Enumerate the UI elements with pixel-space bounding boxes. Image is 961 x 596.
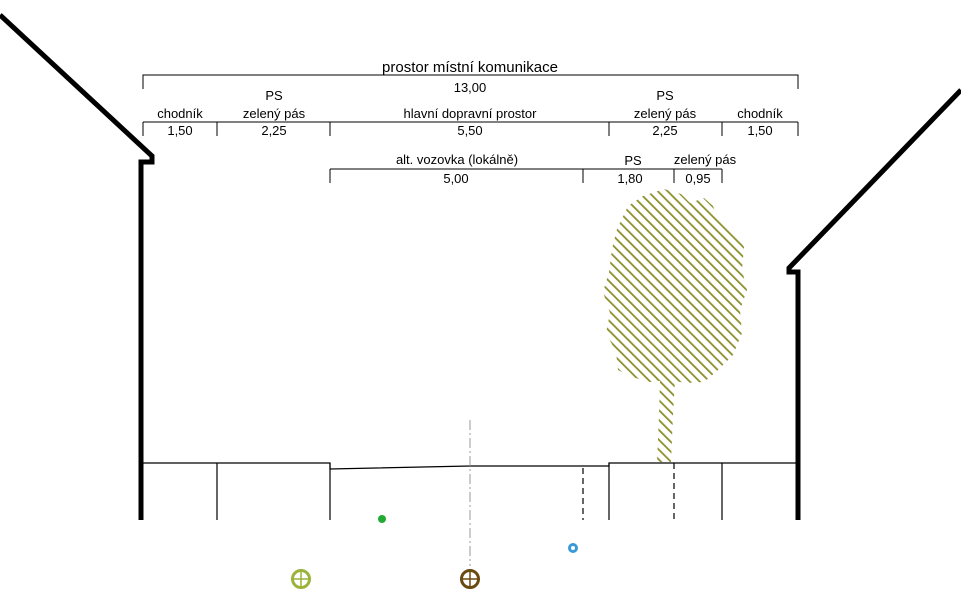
- green-utility-dot: [378, 515, 386, 523]
- alt-label-ps: PS: [624, 153, 642, 168]
- segment-label-sidewalk-left: chodník: [157, 106, 203, 121]
- segment-value-sidewalk-left: 1,50: [167, 123, 192, 138]
- right-building-wall: [786, 88, 961, 520]
- overall-dimension-line: [142, 74, 799, 89]
- segment-label-green-strip-right: zelený pás: [634, 106, 697, 121]
- segment-label-main-traffic: hlavní dopravní prostor: [404, 106, 538, 121]
- segment-value-sidewalk-right: 1,50: [747, 123, 772, 138]
- light-green-crosshair-marker: [291, 569, 311, 589]
- left-building-wall: [0, 13, 155, 520]
- tree-symbol: [603, 189, 747, 462]
- segment-value-green-strip-left: 2,25: [261, 123, 286, 138]
- overall-width: 13,00: [454, 80, 487, 95]
- overall-title: prostor místní komunikace: [382, 59, 558, 76]
- brown-crosshair-marker: [460, 569, 480, 589]
- segment-value-main-traffic: 5,50: [457, 123, 482, 138]
- segment-value-green-strip-right: 2,25: [652, 123, 677, 138]
- alt-value-carriageway: 5,00: [443, 171, 468, 186]
- alt-dimension-line: [329, 168, 723, 183]
- alt-value-green-strip: 0,95: [685, 171, 710, 186]
- alt-label-green-strip: zelený pás: [674, 152, 737, 167]
- segment-prefix-ps-left: PS: [265, 88, 283, 103]
- segment-label-sidewalk-right: chodník: [737, 106, 783, 121]
- alt-label-carriageway: alt. vozovka (lokálně): [396, 152, 518, 167]
- segment-label-green-strip-left: zelený pás: [243, 106, 306, 121]
- segment-dimension-line: [142, 121, 799, 136]
- blue-utility-marker: [568, 543, 578, 553]
- alt-value-ps: 1,80: [617, 171, 642, 186]
- segment-prefix-ps-right: PS: [656, 88, 674, 103]
